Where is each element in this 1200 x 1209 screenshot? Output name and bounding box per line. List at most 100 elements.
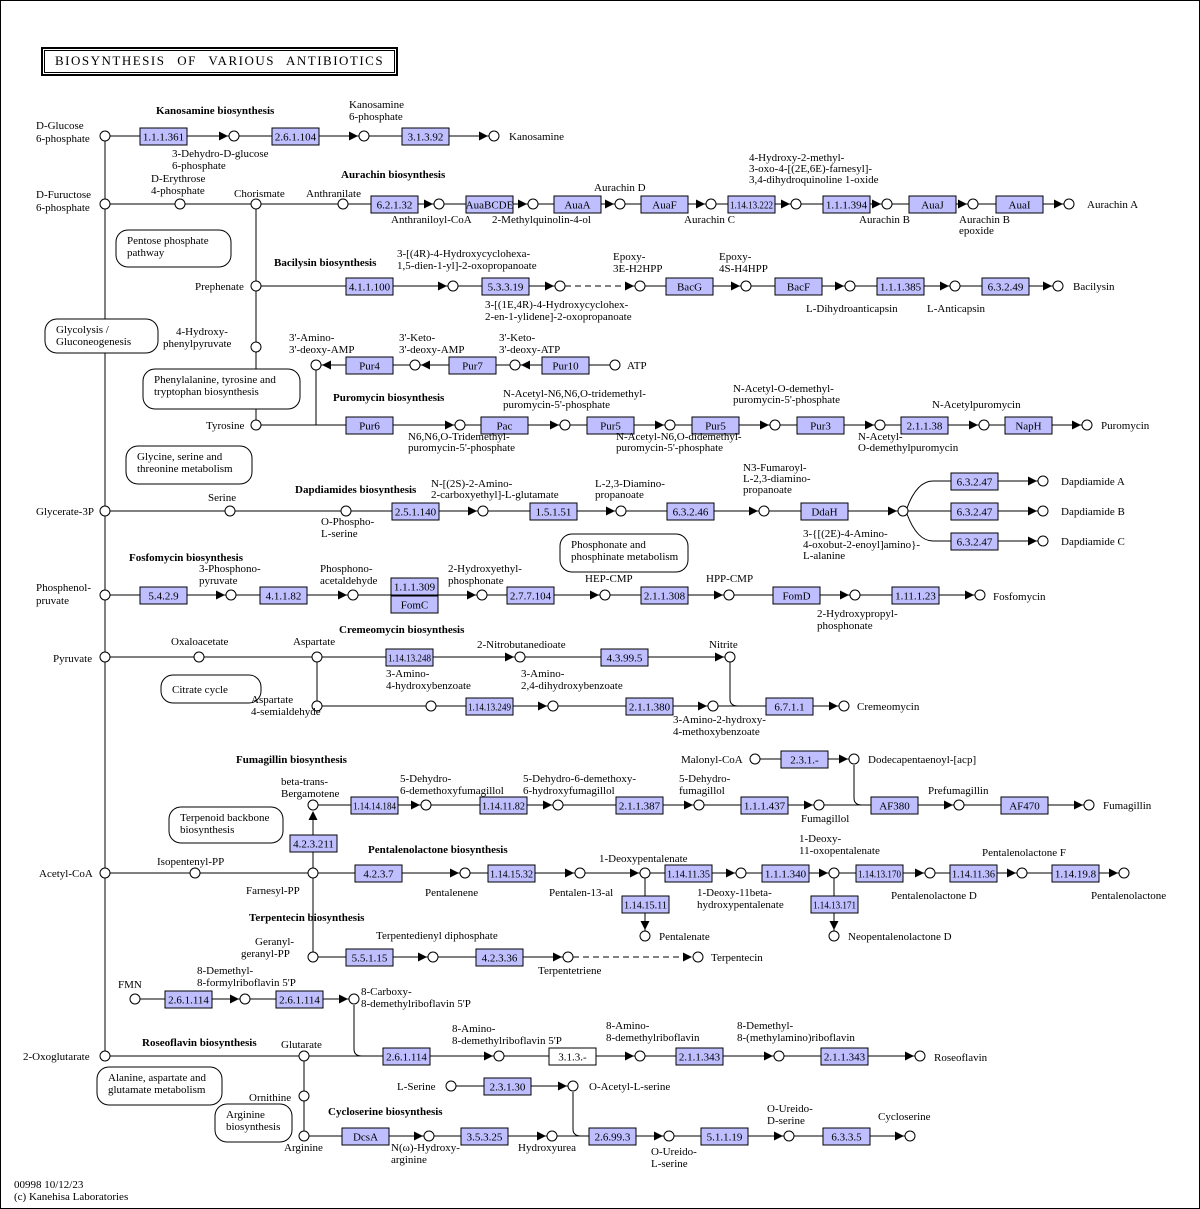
- compound-circle[interactable]: [476, 589, 488, 601]
- compound-circle[interactable]: [423, 1130, 435, 1142]
- compound-circle[interactable]: [978, 419, 990, 431]
- compound-circle[interactable]: [615, 505, 627, 517]
- compound-circle[interactable]: [358, 130, 370, 142]
- enzyme-box-5.3.3.19[interactable]: [481, 277, 530, 296]
- enzyme-box-2.6.1.104[interactable]: [271, 127, 320, 146]
- enzyme-box-1.14.13.171[interactable]: [810, 895, 859, 914]
- enzyme-box-2.6.1.114[interactable]: [164, 990, 213, 1009]
- enzyme-box-AuaA[interactable]: [553, 195, 602, 214]
- compound-circle[interactable]: [459, 867, 471, 879]
- compound-circle[interactable]: [967, 198, 979, 210]
- compound-circle[interactable]: [347, 589, 359, 601]
- compound-circle[interactable]: [639, 930, 651, 942]
- enzyme-box-5.1.1.19[interactable]: [700, 1127, 749, 1146]
- compound-circle[interactable]: [425, 700, 437, 712]
- compound-circle[interactable]: [311, 651, 323, 663]
- compound-circle[interactable]: [1052, 280, 1064, 292]
- compound-circle[interactable]: [740, 280, 752, 292]
- enzyme-box-1.1.1.340[interactable]: [761, 864, 810, 883]
- pathway-link-box[interactable]: [96, 1066, 223, 1106]
- compound-circle[interactable]: [1081, 419, 1093, 431]
- compound-circle[interactable]: [663, 1130, 675, 1142]
- enzyme-box-Pur4[interactable]: [345, 356, 394, 375]
- pathway-link-box[interactable]: [168, 806, 284, 844]
- compound-circle[interactable]: [639, 867, 651, 879]
- pathway-link-box[interactable]: [214, 1103, 293, 1143]
- enzyme-box-2.1.1.380[interactable]: [625, 697, 674, 716]
- enzyme-box-AuaI[interactable]: [995, 195, 1044, 214]
- compound-circle[interactable]: [783, 1130, 795, 1142]
- compound-circle[interactable]: [552, 799, 564, 811]
- compound-circle[interactable]: [707, 700, 719, 712]
- compound-circle[interactable]: [838, 700, 850, 712]
- enzyme-box-5.5.1.15[interactable]: [345, 948, 394, 967]
- compound-circle[interactable]: [1063, 198, 1075, 210]
- compound-circle[interactable]: [433, 198, 445, 210]
- compound-circle[interactable]: [224, 505, 236, 517]
- enzyme-box-2.6.1.114[interactable]: [382, 1047, 431, 1066]
- enzyme-box-4.2.3.36[interactable]: [475, 948, 524, 967]
- enzyme-box-2.3.1.30[interactable]: [483, 1077, 532, 1096]
- compound-circle[interactable]: [949, 280, 961, 292]
- enzyme-box-4.1.1.100[interactable]: [345, 277, 394, 296]
- compound-circle[interactable]: [445, 1080, 457, 1092]
- enzyme-box-2.5.1.140[interactable]: [391, 502, 440, 521]
- compound-circle[interactable]: [99, 589, 111, 601]
- enzyme-box-NapH[interactable]: [1004, 416, 1053, 435]
- enzyme-box-4.3.99.5[interactable]: [600, 648, 649, 667]
- enzyme-box-6.3.2.47[interactable]: [950, 472, 999, 491]
- compound-circle[interactable]: [881, 198, 893, 210]
- compound-circle[interactable]: [914, 1050, 926, 1062]
- enzyme-box-1.14.13.170[interactable]: [855, 864, 904, 883]
- compound-circle[interactable]: [692, 951, 704, 963]
- enzyme-box-AF380[interactable]: [870, 796, 919, 815]
- compound-circle[interactable]: [1037, 505, 1049, 517]
- enzyme-box-6.2.1.32[interactable]: [370, 195, 419, 214]
- compound-circle[interactable]: [559, 419, 571, 431]
- compound-circle[interactable]: [828, 930, 840, 942]
- compound-circle[interactable]: [514, 651, 526, 663]
- compound-circle[interactable]: [758, 505, 770, 517]
- enzyme-box-AuaF[interactable]: [640, 195, 689, 214]
- compound-circle[interactable]: [614, 198, 626, 210]
- compound-circle[interactable]: [99, 867, 111, 879]
- compound-circle[interactable]: [790, 198, 802, 210]
- enzyme-box-1.11.1.23[interactable]: [891, 586, 940, 605]
- enzyme-box-Pur6[interactable]: [345, 416, 394, 435]
- compound-circle[interactable]: [99, 505, 111, 517]
- compound-circle[interactable]: [298, 1050, 310, 1062]
- compound-circle[interactable]: [554, 280, 566, 292]
- compound-circle[interactable]: [693, 799, 705, 811]
- compound-circle[interactable]: [454, 419, 466, 431]
- compound-circle[interactable]: [874, 419, 886, 431]
- enzyme-box-1.14.14.184[interactable]: [350, 796, 399, 815]
- enzyme-box-1.14.11.35[interactable]: [664, 864, 713, 883]
- enzyme-box-DcsA[interactable]: [341, 1127, 390, 1146]
- enzyme-box-1.14.13.222[interactable]: [727, 195, 776, 214]
- compound-circle[interactable]: [609, 359, 621, 371]
- compound-circle[interactable]: [974, 589, 986, 601]
- enzyme-box-FomC[interactable]: [390, 595, 439, 614]
- compound-circle[interactable]: [849, 589, 861, 601]
- compound-circle[interactable]: [1037, 535, 1049, 547]
- compound-circle[interactable]: [99, 1050, 111, 1062]
- enzyme-box-6.3.2.47[interactable]: [950, 502, 999, 521]
- compound-circle[interactable]: [567, 1080, 579, 1092]
- enzyme-box-2.1.1.387[interactable]: [615, 796, 664, 815]
- compound-circle[interactable]: [307, 867, 319, 879]
- compound-circle[interactable]: [546, 1130, 558, 1142]
- compound-circle[interactable]: [723, 589, 735, 601]
- pathway-link-box[interactable]: [160, 674, 262, 704]
- compound-circle[interactable]: [311, 700, 323, 712]
- pathway-link-box[interactable]: [559, 533, 689, 573]
- enzyme-box-6.3.2.46[interactable]: [666, 502, 715, 521]
- enzyme-box-1.14.15.32[interactable]: [487, 864, 536, 883]
- compound-circle[interactable]: [828, 867, 840, 879]
- compound-circle[interactable]: [228, 130, 240, 142]
- enzyme-box-1.1.1.309[interactable]: [390, 577, 439, 596]
- enzyme-box-6.3.3.5[interactable]: [822, 1127, 871, 1146]
- enzyme-box-1.1.1.394[interactable]: [822, 195, 871, 214]
- enzyme-box-2.6.1.114[interactable]: [275, 990, 324, 1009]
- pathway-link-box[interactable]: [125, 445, 253, 485]
- enzyme-box-2.1.1.343[interactable]: [820, 1047, 869, 1066]
